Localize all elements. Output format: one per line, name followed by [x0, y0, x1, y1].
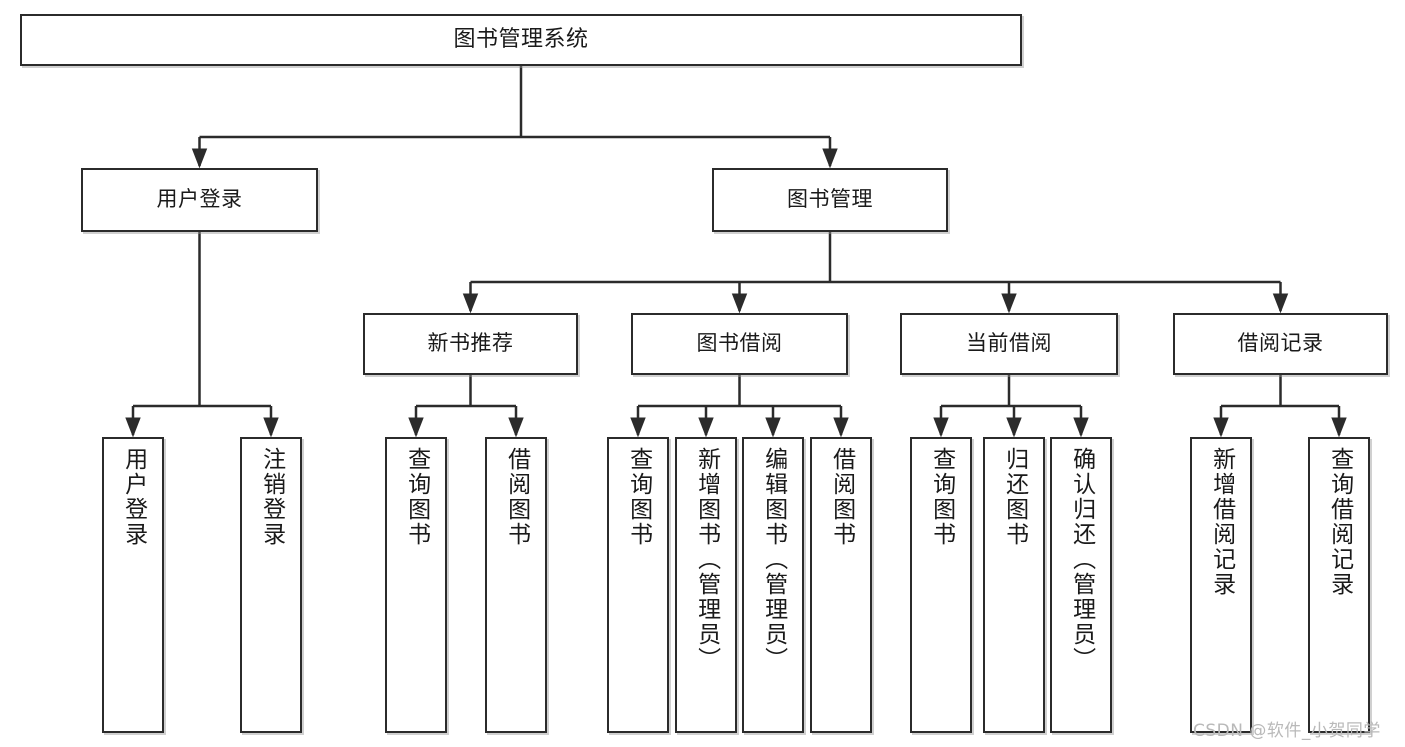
node-label: 借阅图书 [503, 447, 530, 547]
arrow-book-manage [822, 148, 838, 169]
arrow-leaf-logout [263, 417, 279, 438]
arrow-leaf-query-book-2 [630, 417, 646, 438]
node-leaf-query-record[interactable]: 查询借阅记录 [1308, 437, 1370, 733]
arrow-leaf-query-book-1 [408, 417, 424, 438]
node-leaf-query-book-1[interactable]: 查询图书 [385, 437, 447, 733]
node-label: 用户登录 [156, 187, 243, 212]
node-label: 当前借阅 [966, 331, 1052, 356]
node-leaf-query-book-2[interactable]: 查询图书 [607, 437, 669, 733]
node-label: 新增借阅记录 [1208, 447, 1235, 597]
arrow-book-borrow [731, 293, 748, 314]
node-new-book-rec[interactable]: 新书推荐 [363, 313, 578, 375]
node-label: 归还图书 [1001, 447, 1028, 547]
node-leaf-return-book[interactable]: 归还图书 [983, 437, 1045, 733]
arrow-current-borrow [1001, 293, 1017, 314]
node-leaf-borrow-book-1[interactable]: 借阅图书 [485, 437, 547, 733]
node-book-borrow[interactable]: 图书借阅 [631, 313, 848, 375]
arrow-leaf-add-book [698, 417, 714, 438]
node-label: 确认归还（管理员） [1068, 447, 1095, 672]
node-leaf-edit-book[interactable]: 编辑图书（管理员） [742, 437, 804, 733]
node-leaf-add-record[interactable]: 新增借阅记录 [1190, 437, 1252, 733]
node-leaf-borrow-book-2[interactable]: 借阅图书 [810, 437, 872, 733]
arrow-leaf-confirm-return [1073, 417, 1089, 438]
node-book-manage[interactable]: 图书管理 [712, 168, 948, 232]
arrow-leaf-user-login [125, 417, 141, 438]
node-label: 图书借阅 [696, 331, 783, 356]
arrow-leaf-edit-book [765, 417, 781, 438]
node-leaf-add-book[interactable]: 新增图书（管理员） [675, 437, 737, 733]
node-label: 注销登录 [258, 447, 285, 547]
arrow-leaf-query-book-3 [933, 417, 949, 438]
node-borrow-record[interactable]: 借阅记录 [1173, 313, 1388, 375]
node-label: 查询图书 [928, 447, 955, 547]
node-leaf-user-login[interactable]: 用户登录 [102, 437, 164, 733]
arrow-leaf-query-record [1331, 417, 1347, 438]
arrow-new-book-rec [462, 293, 479, 314]
arrow-borrow-record [1272, 293, 1289, 314]
node-label: 新书推荐 [427, 331, 514, 356]
node-current-borrow[interactable]: 当前借阅 [900, 313, 1118, 375]
node-label: 用户登录 [120, 447, 147, 547]
node-user-login[interactable]: 用户登录 [81, 168, 318, 232]
node-label: 查询图书 [625, 447, 652, 547]
node-label: 查询借阅记录 [1326, 447, 1353, 597]
node-leaf-query-book-3[interactable]: 查询图书 [910, 437, 972, 733]
node-label: 新增图书（管理员） [693, 447, 720, 672]
arrow-leaf-add-record [1213, 417, 1229, 438]
arrow-leaf-borrow-book-2 [833, 417, 849, 438]
node-leaf-logout[interactable]: 注销登录 [240, 437, 302, 733]
arrow-leaf-borrow-book-1 [508, 417, 524, 438]
node-label: 查询图书 [403, 447, 430, 547]
node-leaf-confirm-return[interactable]: 确认归还（管理员） [1050, 437, 1112, 733]
node-label: 图书管理 [787, 187, 873, 212]
arrow-leaf-return-book [1006, 417, 1022, 438]
node-root[interactable]: 图书管理系统 [20, 14, 1022, 66]
node-label: 图书管理系统 [453, 26, 589, 52]
arrow-user-login [191, 148, 208, 169]
node-label: 编辑图书（管理员） [760, 447, 787, 672]
node-label: 借阅图书 [828, 447, 855, 547]
node-label: 借阅记录 [1237, 331, 1324, 356]
watermark: CSDN @软件_小贺同学 [1193, 721, 1381, 741]
